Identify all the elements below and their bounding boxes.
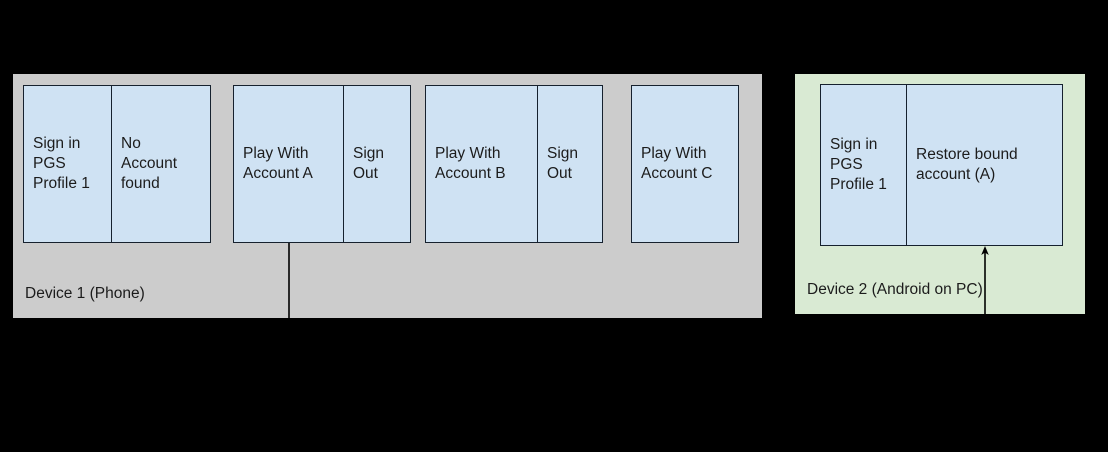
step-sign-in-pgs-profile-1[interactable]: Sign in PGS Profile 1: [33, 134, 90, 193]
device-2-container: Sign in PGS Profile 1 Restore bound acco…: [795, 74, 1085, 314]
device-1-container: Sign in PGS Profile 1 No Account found P…: [13, 74, 762, 318]
step-sign-out-a[interactable]: Sign Out: [343, 86, 409, 242]
step-no-account-found[interactable]: No Account found: [111, 86, 209, 242]
step-play-with-account-b[interactable]: Play With Account B: [435, 144, 506, 182]
step-group-account-b[interactable]: Play With Account B Sign Out: [425, 85, 603, 243]
step-group-account-a[interactable]: Play With Account A Sign Out: [233, 85, 411, 243]
device-1-label: Device 1 (Phone): [25, 285, 145, 303]
step-restore-bound-account[interactable]: Restore bound account (A): [906, 85, 1061, 245]
step-group-restore[interactable]: Sign in PGS Profile 1 Restore bound acco…: [820, 84, 1063, 246]
step-group-account-c[interactable]: Play With Account C: [631, 85, 739, 243]
step-play-with-account-a[interactable]: Play With Account A: [243, 144, 313, 182]
step-group-sign-in[interactable]: Sign in PGS Profile 1 No Account found: [23, 85, 211, 243]
device-2-label: Device 2 (Android on PC): [807, 281, 983, 299]
step-play-with-account-c[interactable]: Play With Account C: [641, 144, 713, 182]
step-sign-in-pgs-profile-1-device2[interactable]: Sign in PGS Profile 1: [830, 135, 887, 194]
step-sign-out-b[interactable]: Sign Out: [537, 86, 601, 242]
